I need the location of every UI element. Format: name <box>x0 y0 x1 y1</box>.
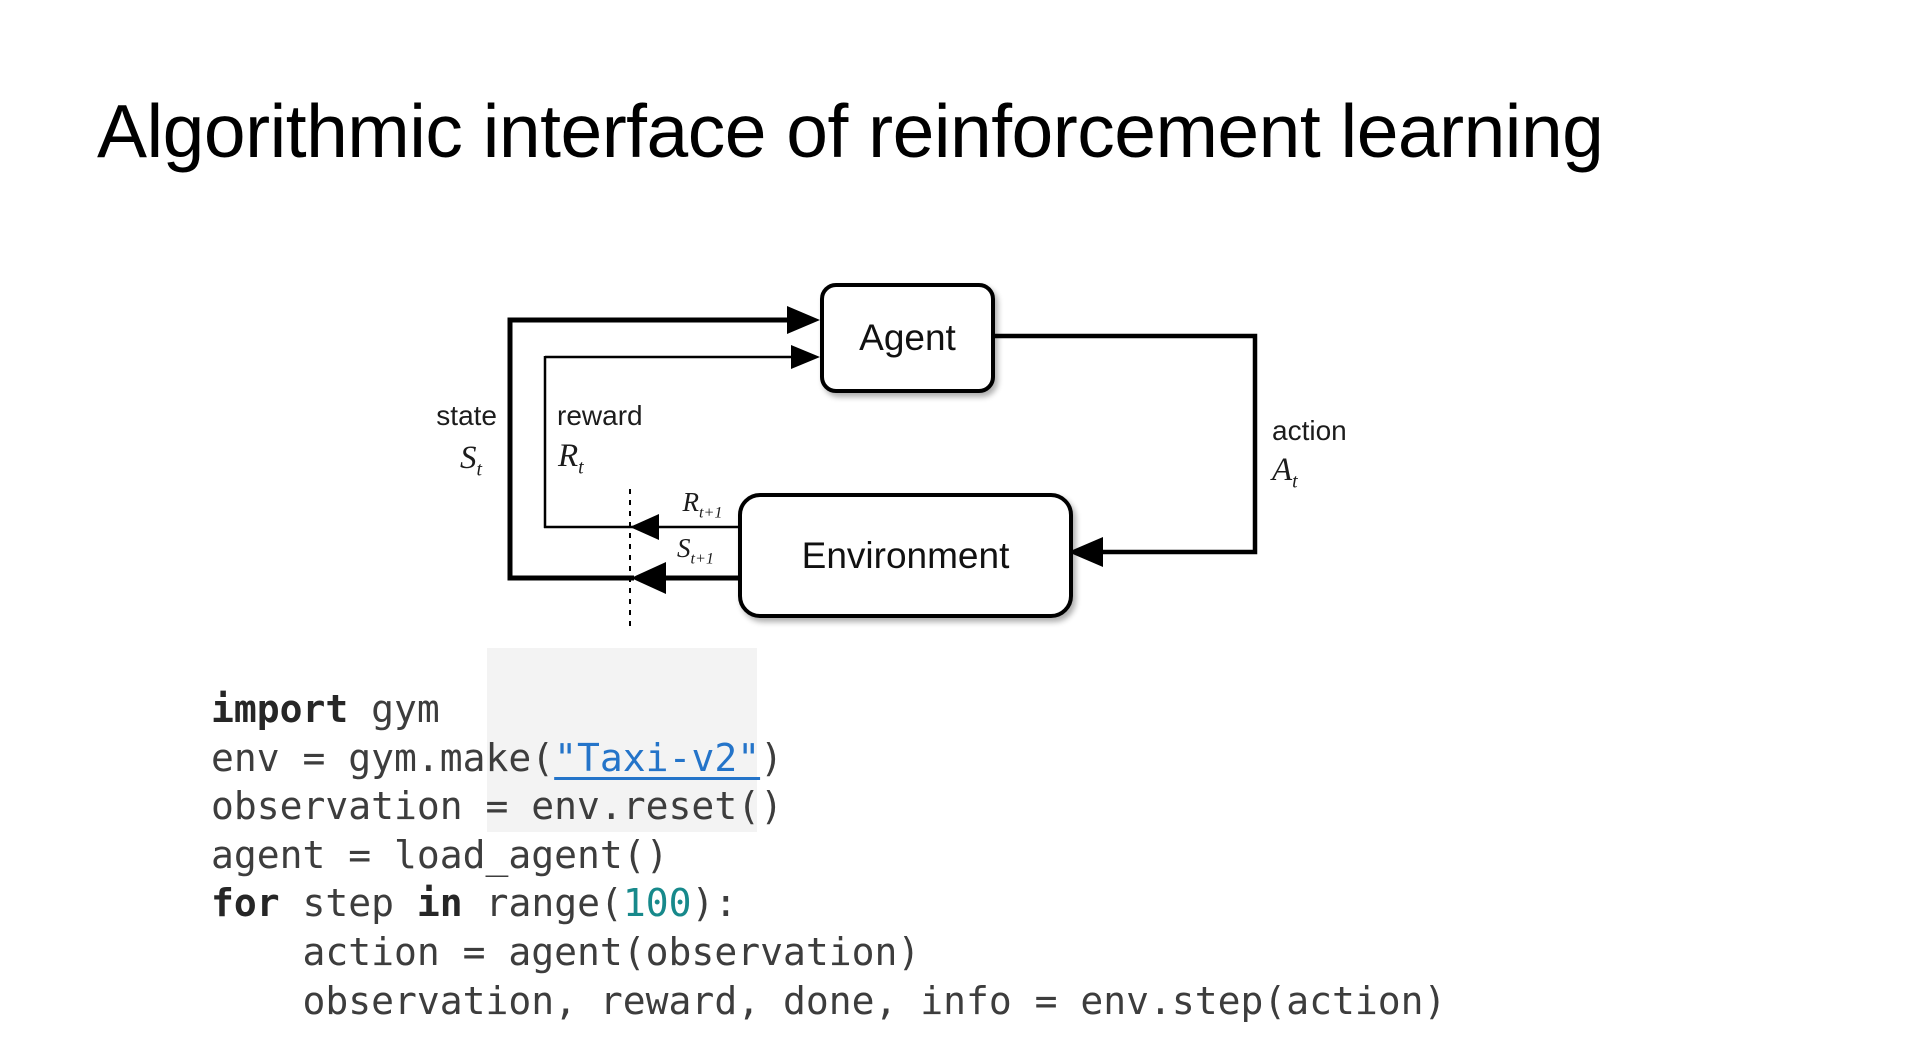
code-segment: ) <box>760 735 783 780</box>
state-symbol: St <box>460 440 482 481</box>
next-reward-symbol: Rt+1 <box>682 487 723 522</box>
reward-label: reward <box>557 400 643 431</box>
agent-box: Agent <box>820 283 995 393</box>
environment-box: Environment <box>738 493 1073 618</box>
reward-symbol: Rt <box>558 438 584 479</box>
code-env-link[interactable]: "Taxi-v2" <box>554 735 761 780</box>
code-segment: ): <box>691 881 738 926</box>
code-segment: step <box>279 881 417 926</box>
code-segment: observation, reward, done, info = env.st… <box>211 978 1447 1023</box>
code-segment: env = gym.make( <box>211 735 555 780</box>
code-segment: range( <box>462 881 623 926</box>
code-line: import gym <box>211 685 1446 734</box>
code-segment: gym <box>348 687 440 731</box>
state-arrowhead-agent <box>787 306 820 334</box>
code-segment: in <box>416 881 463 926</box>
action-label: action <box>1272 415 1347 446</box>
page-title: Algorithmic interface of reinforcement l… <box>97 89 1604 174</box>
next-state-symbol: St+1 <box>676 533 714 568</box>
code-segment: observation = env.reset() <box>211 784 783 829</box>
code-line: agent = load_agent() <box>211 831 1446 880</box>
code-line: action = agent(observation) <box>211 928 1446 977</box>
agent-label: Agent <box>859 317 956 358</box>
environment-label: Environment <box>801 534 1010 576</box>
action-symbol: At <box>1272 452 1298 493</box>
code-segment: import <box>211 687 349 731</box>
code-segment: action = agent(observation) <box>211 929 921 974</box>
action-arrowhead-env <box>1068 537 1103 567</box>
code-line: env = gym.make("Taxi-v2") <box>211 734 1446 783</box>
code-line: for step in range(100): <box>211 879 1446 928</box>
code-segment: for <box>211 881 280 926</box>
code-segment: agent = load_agent() <box>211 832 669 877</box>
state-label: state <box>436 400 497 431</box>
code-segment: 100 <box>622 881 692 926</box>
code-line: observation = env.reset() <box>211 782 1446 831</box>
code-background-band <box>487 648 757 832</box>
reward-arrowhead-agent <box>791 345 820 369</box>
code-line: observation, reward, done, info = env.st… <box>211 977 1447 1026</box>
